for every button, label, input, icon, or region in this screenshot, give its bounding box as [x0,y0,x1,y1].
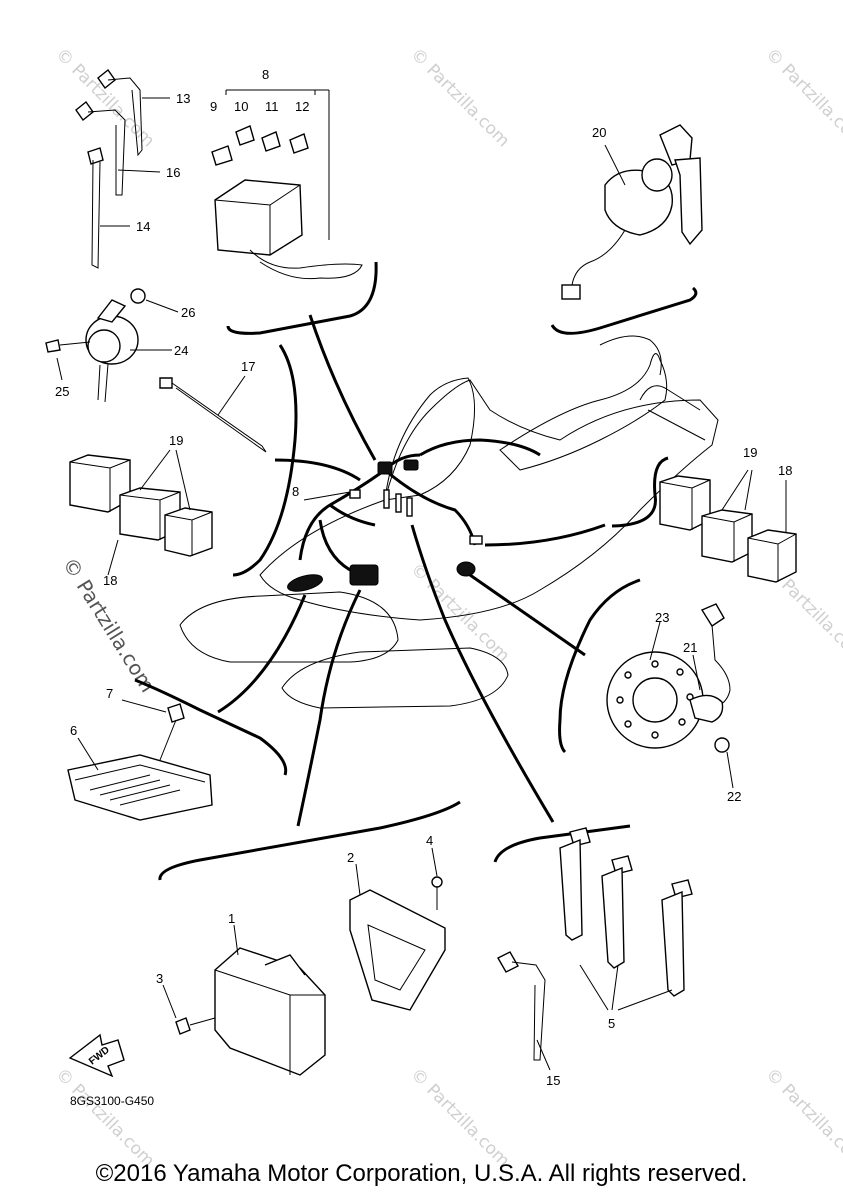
label-10: 10 [234,99,248,114]
main-switch [561,124,703,300]
snowmobile-body [179,335,719,709]
plug-caps [497,827,693,1071]
label-14: 14 [136,219,150,234]
watermark-tile: © Partzilla.com [51,1064,158,1171]
rectifier [67,699,213,821]
watermark-tile: © Partzilla.com [761,1064,843,1171]
label-18-right: 18 [778,463,792,478]
relays-right [659,469,797,583]
label-17: 17 [241,359,255,374]
label-18-left: 18 [103,573,117,588]
relays-left [69,449,213,576]
cdi-unit [68,847,446,1078]
watermark-tile: © Partzilla.com [761,44,843,151]
watermark-tile: © Partzilla.com [406,44,513,151]
label-8-top: 8 [262,67,269,82]
label-2: 2 [347,850,354,865]
label-19-right: 19 [743,445,757,460]
callout-brackets [134,261,698,881]
callout-labels: 1 2 3 4 5 6 7 8 8 9 10 11 12 13 14 15 16… [55,67,792,1108]
label-6: 6 [70,723,77,738]
cable-tie-17 [159,375,267,453]
fwd-arrow-icon [68,1033,125,1078]
watermark-tile: © Partzilla.com [406,1064,513,1171]
label-23: 23 [655,610,669,625]
label-9: 9 [210,99,217,114]
label-11: 11 [265,99,279,114]
cable-ties [75,68,170,269]
label-5: 5 [608,1016,615,1031]
label-26: 26 [181,305,195,320]
diagram-code: 8GS3100-G450 [70,1094,154,1108]
speed-sensor [606,603,734,789]
label-16: 16 [166,165,180,180]
label-8-body: 8 [292,484,299,499]
label-19-left: 19 [169,433,183,448]
label-4: 4 [426,833,433,848]
label-1: 1 [228,911,235,926]
label-20: 20 [592,125,606,140]
label-25: 25 [55,384,69,399]
copyright-notice: ©2016 Yamaha Motor Corporation, U.S.A. A… [95,1160,748,1187]
label-15: 15 [546,1073,560,1088]
label-24: 24 [174,343,188,358]
fuse-box [211,89,363,280]
label-12: 12 [295,99,309,114]
label-21: 21 [683,640,697,655]
horn [45,288,179,403]
label-13: 13 [176,91,190,106]
label-3: 3 [156,971,163,986]
label-22: 22 [727,789,741,804]
label-7: 7 [106,686,113,701]
